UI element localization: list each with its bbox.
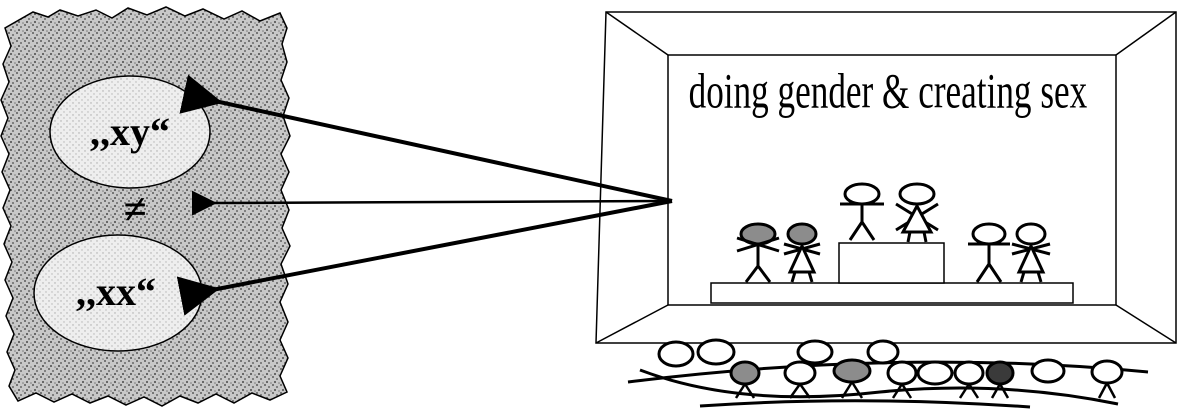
xx-label: ,,xx“ [76, 269, 156, 314]
stage-figure-2 [784, 224, 820, 282]
podium [839, 243, 944, 283]
audience-heads [659, 340, 1122, 384]
left-panel: ,,xy“ ≠ ,,xx“ [1, 7, 290, 406]
stage-figure-1 [737, 224, 779, 282]
low-platform [711, 283, 1073, 303]
perspective-top-right [1116, 12, 1176, 55]
audience [628, 340, 1148, 407]
perspective-bottom-left [596, 305, 668, 343]
xy-label: ,,xy“ [90, 109, 170, 154]
stage-title: doing gender & creating sex [689, 64, 1088, 120]
audience-row-curve-3 [700, 401, 1030, 407]
stage-figure-6 [1012, 224, 1050, 282]
perspective-top-left [606, 12, 668, 55]
stage-figure-4 [896, 184, 938, 242]
stage-figure-5 [968, 224, 1010, 282]
stage-figure-3 [840, 184, 884, 240]
not-equal-symbol: ≠ [123, 187, 146, 233]
stage [596, 12, 1176, 343]
perspective-bottom-right [1116, 305, 1176, 343]
